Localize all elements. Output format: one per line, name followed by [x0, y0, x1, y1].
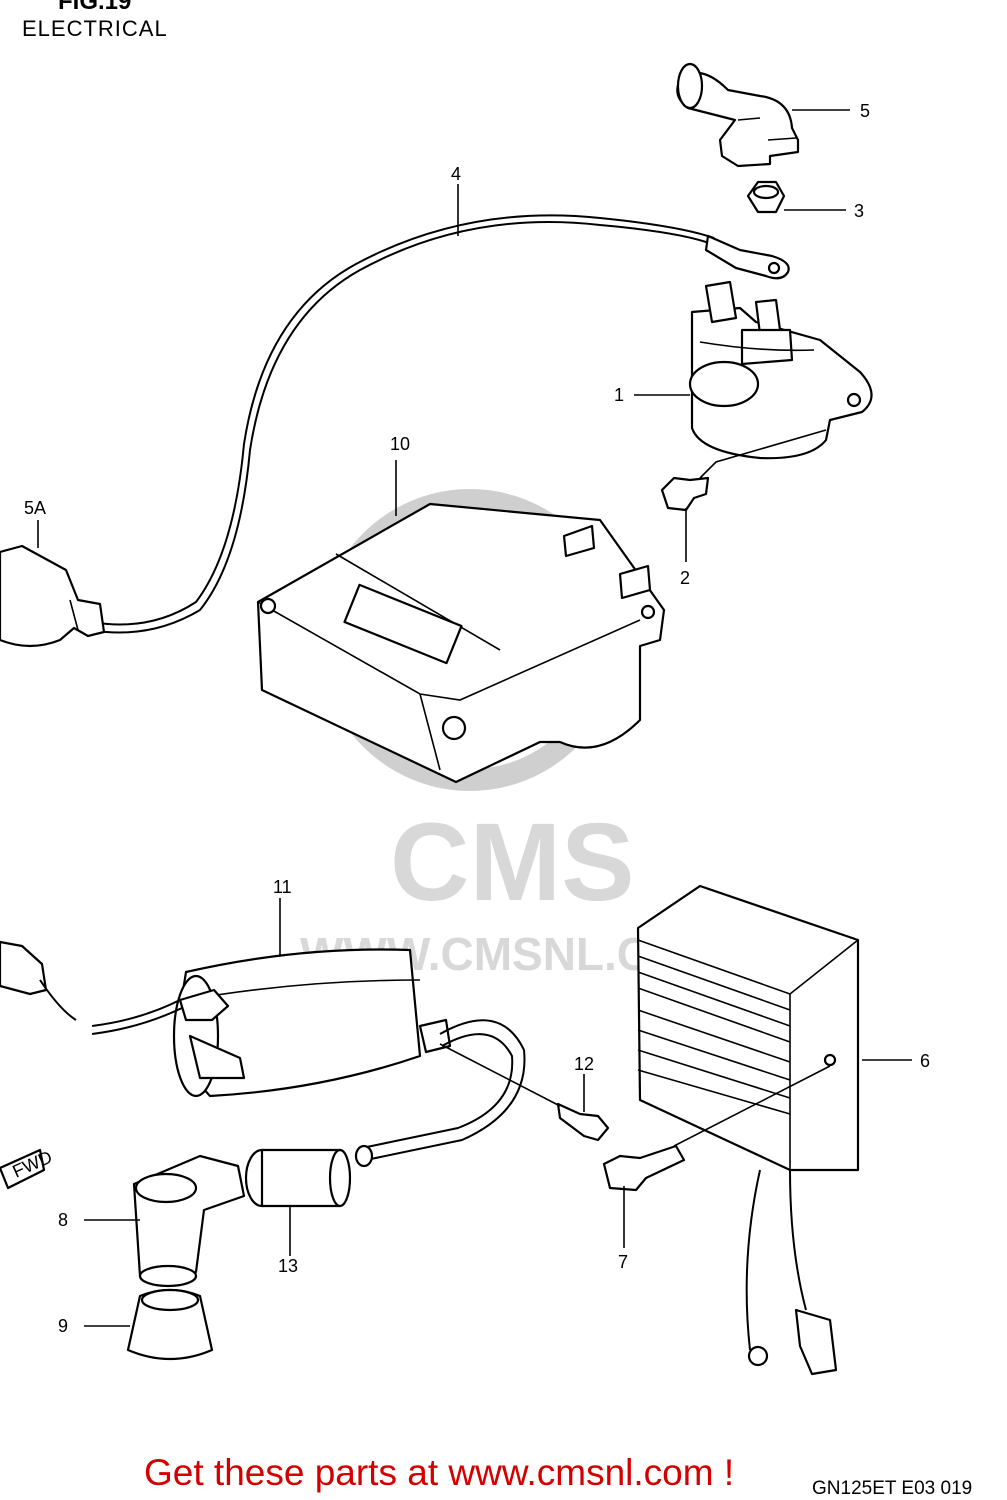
high-tension-lead: [354, 1019, 526, 1168]
part-1-starter-relay[interactable]: [688, 280, 873, 460]
footer-cta-link[interactable]: Get these parts at www.cmsnl.com !: [144, 1452, 735, 1493]
part-5A-connector[interactable]: [0, 544, 106, 648]
part-8-cdi-unit[interactable]: [256, 502, 666, 784]
part-12-seal[interactable]: [126, 1288, 214, 1361]
callout-4: 4: [451, 164, 461, 184]
leader-lines: [37, 109, 912, 1327]
callout-1: 1: [614, 385, 624, 405]
part-5-boot[interactable]: [676, 62, 800, 168]
callout-3: 3: [854, 201, 864, 221]
callout-5A: 5A: [24, 498, 46, 518]
part-6-regulator-rectifier[interactable]: [636, 884, 860, 1376]
reference-code: GN125ET E03 019: [812, 1478, 973, 1499]
callout-11: 8: [58, 1210, 68, 1230]
callout-6: 6: [920, 1051, 930, 1071]
part-4-lead-wire[interactable]: [89, 214, 790, 634]
forward-direction-arrow: FWD: [0, 1147, 55, 1190]
callout-5: 5: [860, 101, 870, 121]
callout-8: 10: [390, 434, 410, 454]
figure-subtitle: ELECTRICAL: [22, 16, 168, 41]
callout-13: 13: [278, 1256, 298, 1276]
part-13-noise-suppressor[interactable]: [244, 1148, 352, 1208]
figure-title: FIG.19: [58, 0, 132, 15]
callout-12: 9: [58, 1316, 68, 1336]
watermark-logo: CMS: [390, 801, 634, 924]
part-10-screw[interactable]: [439, 1043, 610, 1142]
part-9-ignition-coil[interactable]: [172, 948, 452, 1098]
part-3-nut[interactable]: [746, 180, 786, 214]
callout-7: 7: [618, 1252, 628, 1272]
coil-primary-wire: [0, 940, 183, 1035]
part-2-bolt[interactable]: [660, 429, 827, 512]
part-11-spark-plug-cap[interactable]: [132, 1154, 246, 1288]
callout-2: 2: [680, 568, 690, 588]
callout-10: 12: [574, 1054, 594, 1074]
part-7-screw[interactable]: [602, 1065, 831, 1192]
callout-labels: 5 3 4 1 2 10 5A 11 12 6 7 8 9 13: [24, 101, 930, 1336]
callout-9: 11: [273, 877, 292, 897]
